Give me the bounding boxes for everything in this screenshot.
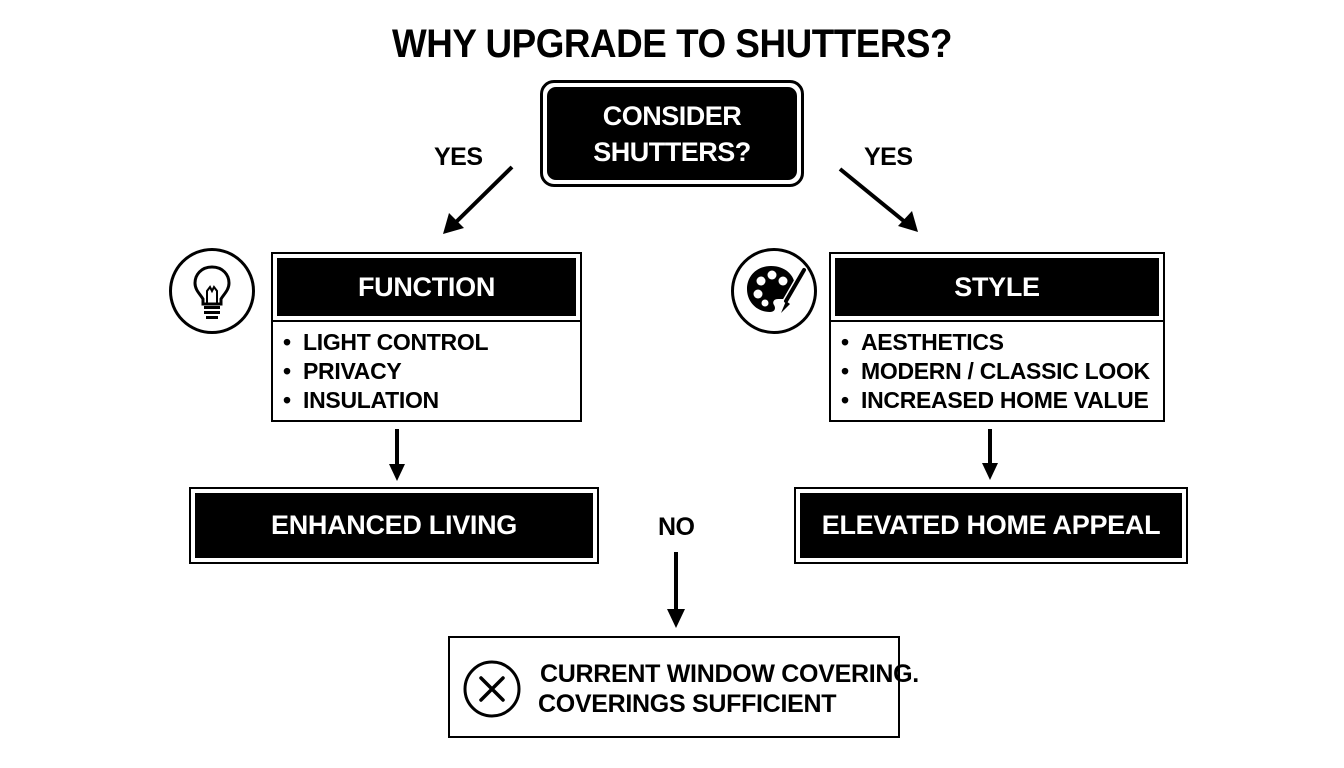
no-outcome-box: CURRENT WINDOW COVERING. COVERINGS SUFFI… (448, 636, 919, 738)
paint-palette-icon (731, 248, 817, 334)
style-heading: STYLE (835, 258, 1159, 316)
arrow-head-no-outcome (667, 609, 685, 628)
elevated-home-appeal-outcome: ELEVATED HOME APPEAL (794, 487, 1188, 564)
arrow-head-enhanced-living (389, 464, 405, 481)
yes-label-left: YES (434, 143, 483, 171)
no-outcome-line-1: CURRENT WINDOW COVERING. (540, 660, 919, 688)
lightbulb-icon (169, 248, 255, 334)
decision-node: CONSIDER SHUTTERS? (540, 80, 804, 187)
elevated-home-appeal-label: ELEVATED HOME APPEAL (800, 493, 1182, 558)
no-outcome-line-2: COVERINGS SUFFICIENT (538, 690, 837, 718)
decision-line-1: CONSIDER (602, 100, 742, 131)
list-item: INSULATION (283, 386, 488, 415)
list-item: AESTHETICS (841, 328, 1150, 357)
decision-line-2: SHUTTERS? (593, 136, 751, 167)
arrow-to-function (450, 165, 514, 228)
function-heading: FUNCTION (277, 258, 576, 316)
x-circle-icon (463, 660, 521, 718)
function-card: FUNCTION LIGHT CONTROL PRIVACY INSULATIO… (271, 252, 582, 422)
arrow-head-elevated-appeal (982, 463, 998, 480)
list-item: LIGHT CONTROL (283, 328, 489, 357)
function-card-divider (273, 320, 580, 322)
list-item: INCREASED HOME VALUE (841, 386, 1150, 415)
arrow-head-function (443, 213, 464, 234)
list-item: PRIVACY (283, 357, 488, 386)
style-benefit-list: AESTHETICS MODERN / CLASSIC LOOK INCREAS… (841, 328, 1150, 415)
style-card-divider (831, 320, 1163, 322)
function-benefit-list: LIGHT CONTROL PRIVACY INSULATION (283, 328, 489, 415)
yes-label-right: YES (864, 143, 913, 171)
list-item: MODERN / CLASSIC LOOK (841, 357, 1150, 386)
enhanced-living-outcome: ENHANCED LIVING (189, 487, 599, 564)
arrow-head-style (898, 211, 918, 232)
enhanced-living-label: ENHANCED LIVING (195, 493, 593, 558)
diagram-title: WHY UPGRADE TO SHUTTERS? (391, 22, 953, 66)
style-card: STYLE AESTHETICS MODERN / CLASSIC LOOK I… (829, 252, 1165, 422)
arrow-to-style (838, 167, 907, 224)
no-label: NO (658, 513, 695, 541)
